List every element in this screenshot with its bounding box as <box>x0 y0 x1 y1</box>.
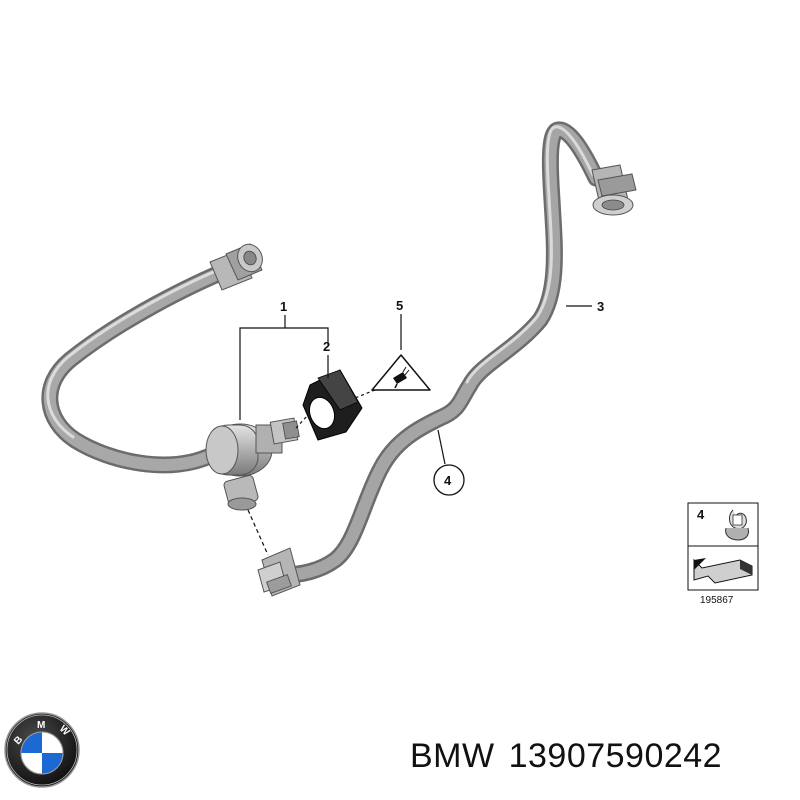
bmw-logo: B M W <box>4 712 80 788</box>
clip-icon <box>725 509 749 541</box>
fuel-tank-vent-valve <box>205 417 300 511</box>
callout-1: 1 <box>280 299 287 314</box>
callout-4-circle: 4 <box>433 464 465 496</box>
callout-3: 3 <box>597 299 604 314</box>
callout-2: 2 <box>323 339 330 354</box>
callout-5: 5 <box>396 298 403 313</box>
legend-item-number: 4 <box>697 507 705 522</box>
part-number-label: BMW 13907590242 <box>410 737 722 776</box>
brand-name: BMW <box>410 737 495 775</box>
svg-text:M: M <box>37 720 45 731</box>
part-number: 13907590242 <box>508 737 723 775</box>
rubber-mount <box>302 369 363 441</box>
clip-legend-box: 4 <box>687 502 759 591</box>
right-fuel-line <box>276 121 605 584</box>
leader-lines <box>239 305 592 556</box>
right-pipe-upper-connector <box>591 164 637 216</box>
arrow-icon <box>693 558 753 584</box>
left-fuel-line <box>41 259 241 474</box>
figure-number: 195867 <box>700 595 734 606</box>
left-pipe-connector <box>209 243 263 291</box>
callout-4: 4 <box>444 473 452 488</box>
right-pipe-lower-connector <box>257 547 301 597</box>
electrical-connector-warning-icon <box>371 354 431 391</box>
